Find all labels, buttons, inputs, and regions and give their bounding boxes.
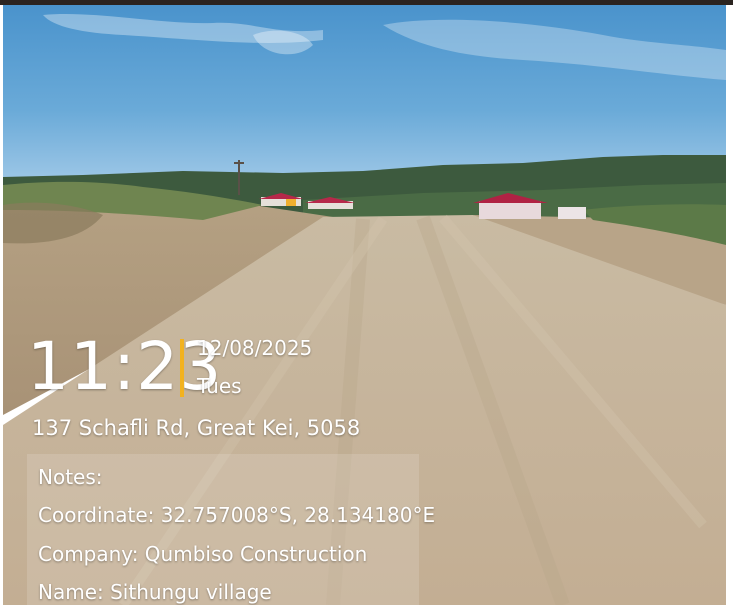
coordinate-line: Coordinate: 32.757008°S, 28.134180°E xyxy=(38,503,436,527)
road-surface xyxy=(3,215,726,605)
camera-photo: 11:23 12/08/2025 Tues 137 Schafli Rd, Gr… xyxy=(3,5,726,605)
name-line: Name: Sithungu village xyxy=(38,580,272,604)
right-bushes xyxy=(583,204,726,245)
notes-line: Notes: xyxy=(38,465,103,489)
photo-scene xyxy=(3,5,726,605)
date-label: 12/08/2025 xyxy=(197,336,313,360)
notes-panel xyxy=(27,454,419,605)
weekday-label: Tues xyxy=(197,374,242,398)
accent-divider xyxy=(180,339,184,397)
cloud xyxy=(253,30,313,55)
time-label: 11:23 xyxy=(27,328,223,405)
road-tracks xyxy=(326,215,570,605)
road-tracks xyxy=(118,214,707,605)
buildings xyxy=(259,193,586,219)
cloud xyxy=(383,19,726,80)
address-label: 137 Schafli Rd, Great Kei, 5058 xyxy=(32,416,361,440)
left-dry-brush xyxy=(3,202,103,244)
top-bar xyxy=(0,0,733,5)
sky xyxy=(3,5,726,180)
left-field xyxy=(3,190,333,415)
company-line: Company: Qumbiso Construction xyxy=(38,542,368,566)
timestamp-overlay: 11:23 12/08/2025 Tues 137 Schafli Rd, Gr… xyxy=(3,5,726,605)
cloud xyxy=(43,13,323,43)
